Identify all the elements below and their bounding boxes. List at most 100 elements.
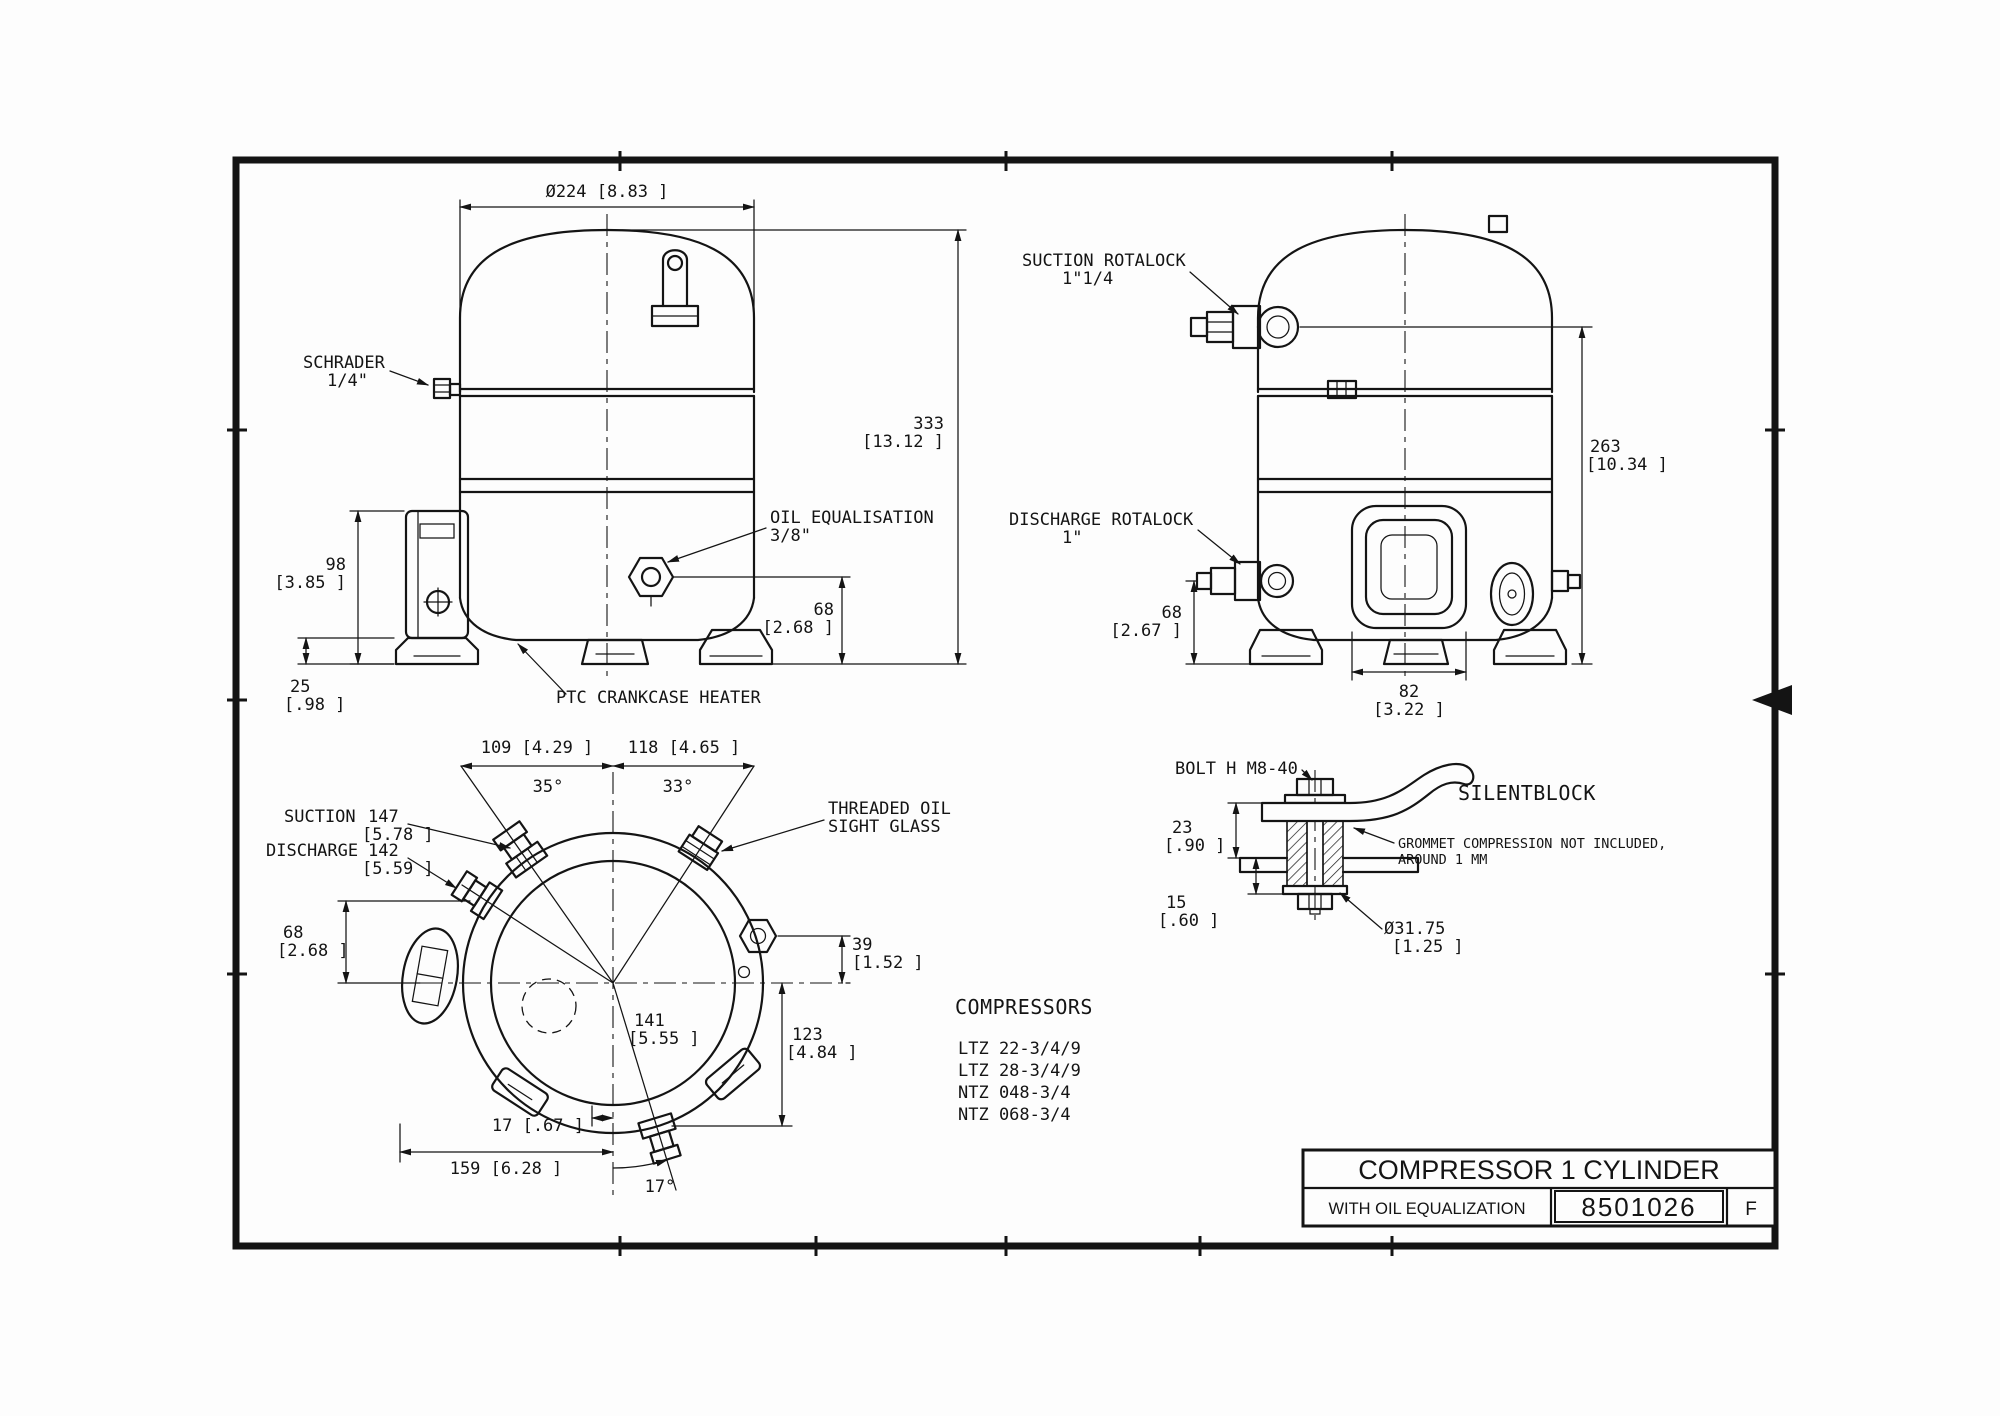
dim-263-in: [10.34 ] — [1586, 455, 1668, 475]
dim-front-plate: 98 [3.85 ] — [274, 510, 405, 665]
foot-tab-left — [491, 1067, 549, 1117]
dim-height-in: [13.12 ] — [862, 432, 944, 452]
compressor-model: LTZ 28-3/4/9 — [958, 1061, 1081, 1081]
mounting-feet-front — [394, 628, 774, 666]
cable-gland — [1550, 569, 1582, 593]
label-top-suction: SUCTION 147 [5.78 ] — [284, 807, 511, 849]
dim-side-height: 263 [10.34 ] — [1299, 326, 1668, 665]
top-body — [420, 765, 846, 1198]
silentblock-detail: 23 [.90 ] 15 [.60 ] Ø31.75 [1.25 ] BOLT … — [1158, 759, 1666, 957]
label-ptc-heater: PTC CRANKCASE HEATER — [517, 643, 761, 708]
oil-eq-size: 3/8" — [770, 526, 811, 546]
dim-plate-in: [3.85 ] — [274, 573, 346, 593]
dim-silentblock-15: 15 [.60 ] — [1158, 857, 1284, 931]
pump-housing — [1350, 504, 1468, 630]
dim-foot-in: [.98 ] — [284, 695, 345, 715]
dim-top-68: 68 [2.68 ] — [277, 900, 471, 984]
dim-dia-in: [1.25 ] — [1392, 937, 1464, 957]
dim-top-123: 123 [4.84 ] — [671, 982, 858, 1127]
discharge-rotalock-label: DISCHARGE ROTALOCK — [1009, 510, 1194, 530]
dim-front-foot: 25 [.98 ] — [284, 637, 395, 715]
front-view: Ø224 [8.83 ] 333 [13.12 ] 98 [3.85 ] 25 … — [274, 182, 967, 715]
front-body — [458, 214, 756, 676]
dim-263-mm: 263 — [1590, 437, 1621, 457]
dim-top-angle17: 17° — [612, 1159, 676, 1197]
grommet-note-1: GROMMET COMPRESSION NOT INCLUDED, — [1398, 836, 1666, 852]
sheet-frame — [227, 151, 1792, 1256]
dim-68-side-mm: 68 — [1162, 603, 1182, 623]
dim-23-mm: 23 — [1172, 818, 1192, 838]
dim-142-in: [5.59 ] — [362, 859, 434, 879]
dim-side-discharge-height: 68 [2.67 ] — [1110, 580, 1251, 665]
angle-33-text: 33° — [663, 777, 694, 797]
foot-tab-right — [704, 1047, 762, 1101]
dim-82-in: [3.22 ] — [1373, 700, 1445, 720]
compressors-heading: COMPRESSORS — [955, 995, 1093, 1019]
drawing-number: 8501026 — [1581, 1192, 1696, 1222]
oil-sight-glass-side — [1489, 561, 1535, 627]
dim-oil-in: [2.68 ] — [762, 618, 834, 638]
top-view: 109 [4.29 ] 118 [4.65 ] 35° 33° SUCTION … — [266, 738, 951, 1198]
schrader-label: SCHRADER — [303, 353, 386, 373]
compressor-model: NTZ 068-3/4 — [958, 1105, 1071, 1125]
dim-foot-mm: 25 — [290, 677, 310, 697]
compressor-model: NTZ 048-3/4 — [958, 1083, 1071, 1103]
compressor-foot-arm — [1260, 762, 1475, 823]
dim-top-17: 17 [.67 ] — [492, 1105, 614, 1136]
label-threaded-sight-glass: THREADED OIL SIGHT GLASS — [721, 799, 951, 852]
dim-front-oil-height: 68 [2.68 ] — [672, 576, 851, 665]
dim-123-in: [4.84 ] — [786, 1043, 858, 1063]
discharge-rotalock-size: 1" — [1062, 528, 1082, 548]
revision-letter: F — [1745, 1199, 1757, 1220]
discharge-port-top — [450, 870, 504, 921]
dim-front-diameter: Ø224 [8.83 ] — [459, 182, 755, 313]
dim-159-text: 159 [6.28 ] — [450, 1159, 563, 1179]
title-block: COMPRESSOR 1 CYLINDER WITH OIL EQUALIZAT… — [1301, 1148, 1777, 1228]
dim-109-text: 109 [4.29 ] — [481, 738, 594, 758]
dim-147-in: [5.78 ] — [362, 825, 434, 845]
dim-68-top-mm: 68 — [283, 923, 303, 943]
label-oil-equalisation: OIL EQUALISATION 3/8" — [667, 508, 934, 563]
suction-rotalock-label: SUCTION ROTALOCK — [1022, 251, 1187, 271]
dim-top-141: 141 [5.55 ] — [628, 1011, 700, 1049]
zone-tick-marks — [227, 151, 1785, 1256]
edge-arrow-marker — [1752, 685, 1792, 715]
dim-side-feet-spacing: 82 [3.22 ] — [1351, 631, 1467, 720]
dim-dia-text: Ø31.75 — [1384, 919, 1445, 939]
angle-17-text: 17° — [645, 1177, 676, 1197]
angle-35-text: 35° — [533, 777, 564, 797]
compressor-model: LTZ 22-3/4/9 — [958, 1039, 1081, 1059]
sight-glass-label-1: THREADED OIL — [828, 799, 951, 819]
terminal-plate — [404, 509, 470, 640]
side-body — [1256, 214, 1554, 676]
side-view: 263 [10.34 ] 68 [2.67 ] 82 [3.22 ] SUCTI… — [1009, 214, 1668, 720]
dim-82-mm: 82 — [1399, 682, 1419, 702]
bottom-port-top — [637, 1112, 682, 1165]
dim-147-mm: 147 — [368, 807, 399, 827]
dim-top-159: 159 [6.28 ] — [399, 1123, 614, 1179]
compressors-list: COMPRESSORS LTZ 22-3/4/9 LTZ 28-3/4/9 NT… — [955, 995, 1093, 1125]
sight-glass-port-top — [677, 825, 724, 872]
dim-141-mm: 141 — [634, 1011, 665, 1031]
dim-39-mm: 39 — [852, 935, 872, 955]
label-suction-rotalock: SUCTION ROTALOCK 1"1/4 — [1022, 251, 1239, 315]
grommet-note-2: AROUND 1 MM — [1398, 852, 1487, 868]
dim-23-in: [.90 ] — [1164, 836, 1225, 856]
dim-39-in: [1.52 ] — [852, 953, 924, 973]
lifting-lug — [650, 249, 700, 328]
discharge-label: DISCHARGE — [266, 841, 358, 861]
oil-eq-label: OIL EQUALISATION — [770, 508, 934, 528]
ptc-label: PTC CRANKCASE HEATER — [556, 688, 761, 708]
drawing-number-cell — [1554, 1190, 1724, 1223]
schrader-fitting — [432, 377, 462, 400]
drawing-title: COMPRESSOR 1 CYLINDER — [1358, 1155, 1720, 1185]
dim-15-in: [.60 ] — [1158, 911, 1219, 931]
grommet-note: GROMMET COMPRESSION NOT INCLUDED, AROUND… — [1353, 827, 1666, 868]
dim-142-mm: 142 — [368, 841, 399, 861]
oil-hex-top — [737, 918, 778, 979]
terminal-box-top — [401, 927, 459, 1025]
dim-height-mm: 333 — [913, 414, 944, 434]
dim-123-mm: 123 — [792, 1025, 823, 1045]
